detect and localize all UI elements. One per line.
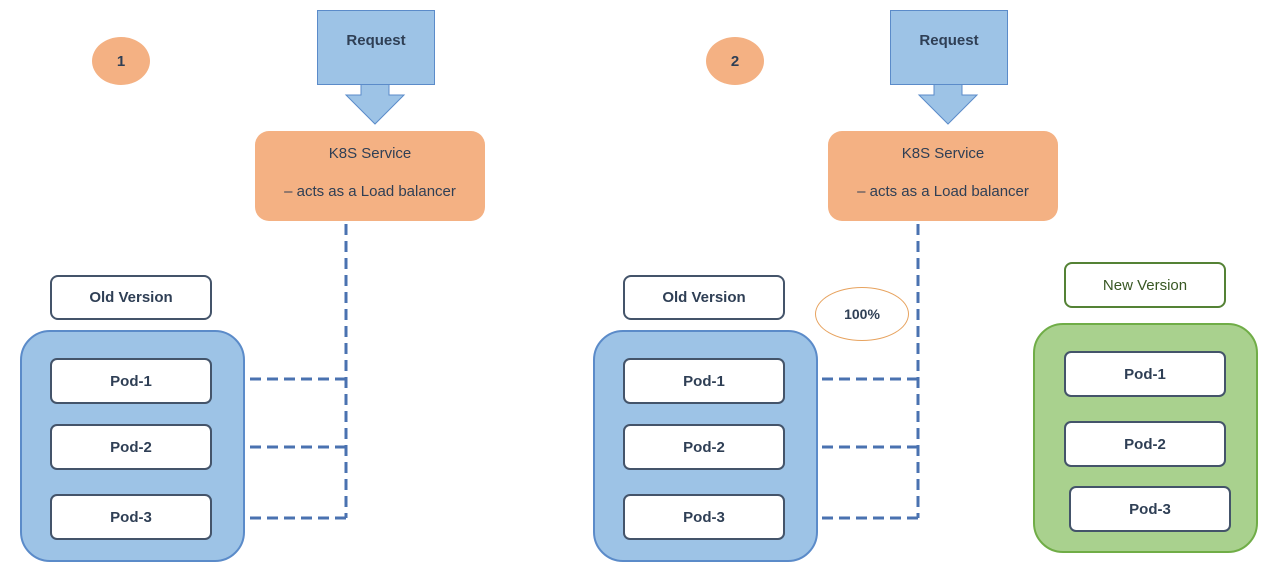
pod-label: Pod-1 [110,372,152,390]
pod-box: Pod-1 [50,358,212,404]
service-title: K8S Service [328,145,412,162]
request-box: Request [890,10,1008,85]
request-arrow-right [917,83,979,125]
pod-box: Pod-2 [50,424,212,470]
traffic-percent-text: 100% [844,306,880,322]
service-title: K8S Service [901,145,985,162]
pod-label: Pod-2 [1124,435,1166,453]
pod-label: Pod-2 [683,438,725,456]
pod-box: Pod-3 [50,494,212,540]
old-version-text: Old Version [662,289,746,306]
step-1-badge: 1 [92,37,150,85]
step-number: 1 [116,52,126,70]
new-version-label: New Version [1064,262,1226,308]
new-pod-box: Pod-1 [1064,351,1226,397]
step-2-badge: 2 [706,37,764,85]
request-box: Request [317,10,435,85]
new-version-text: New Version [1102,276,1188,294]
pod-box: Pod-1 [623,358,785,404]
request-arrow-left [344,83,406,125]
pod-box: Pod-3 [623,494,785,540]
pod-label: Pod-3 [1129,500,1171,518]
pod-label: Pod-2 [110,438,152,456]
old-version-label: Old Version [623,275,785,320]
k8s-service-box: K8S Service – acts as a Load balancer [255,131,485,221]
traffic-percent-badge: 100% [815,287,909,341]
old-version-label: Old Version [50,275,212,320]
request-label: Request [919,32,979,49]
request-label: Request [346,32,406,49]
k8s-service-box: K8S Service – acts as a Load balancer [828,131,1058,221]
new-pod-box: Pod-3 [1069,486,1231,532]
service-subtitle: – acts as a Load balancer [857,183,1029,200]
pod-label: Pod-1 [683,372,725,390]
pod-box: Pod-2 [623,424,785,470]
pod-label: Pod-3 [110,508,152,526]
pod-label: Pod-3 [683,508,725,526]
service-subtitle: – acts as a Load balancer [284,183,456,200]
step-number: 2 [730,52,740,70]
old-version-text: Old Version [89,289,173,306]
new-pod-box: Pod-2 [1064,421,1226,467]
pod-label: Pod-1 [1124,365,1166,383]
